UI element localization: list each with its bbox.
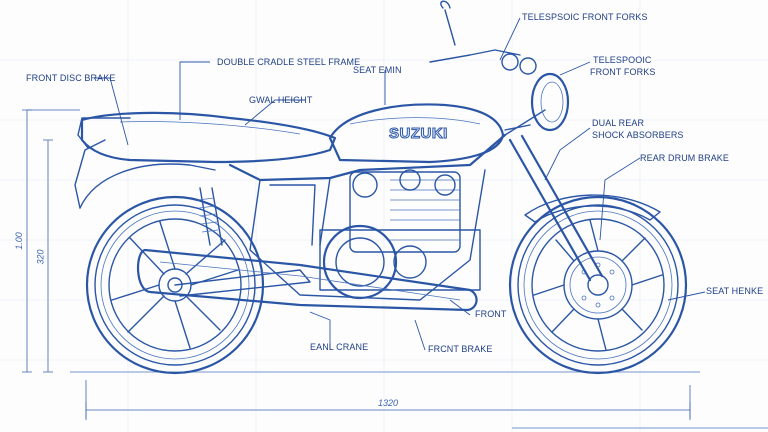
dimension-height-outer: 1.00 [13,232,24,250]
front-wheel [508,195,688,375]
swingarm [174,269,311,297]
label-front-brake: FRCNT BRAKE [428,344,493,354]
label-seat-henke: SEAT HENKE [706,286,764,296]
front-forks [504,124,604,282]
fuel-tank [328,103,505,164]
brand-logo: SUZUKI [389,125,448,143]
label-double-cradle-frame: DOUBLE CRADLE STEEL FRAME [217,57,361,67]
headlight [530,72,570,132]
dimension-length: 1320 [378,398,399,408]
dimension-lines [22,109,691,420]
label-telespooic-line1: TELESPOOIC [593,55,652,65]
label-eanl-crane: EANL CRANE [310,342,369,352]
label-telespooic-line2: FRONT FORKS [590,67,656,77]
mirror [440,0,456,46]
label-telespoic-front-forks: TELESPSOIC FRONT FORKS [522,12,648,22]
label-seat-emin: SEAT EMIN [353,65,402,75]
label-front-disc-brake: FRONT DISC BRAKE [26,73,116,83]
frame [228,109,546,301]
handlebar [429,49,521,63]
label-gwal-height: GWAL HEIGHT [249,95,313,105]
label-dual-rear-line2: SHOCK ABSORBERS [592,130,684,140]
rear-fender [79,163,216,209]
label-dual-rear-line1: DUAL REAR [592,118,645,128]
engine [319,169,481,300]
leader-lines [95,17,706,351]
seat [80,111,337,164]
front-fender [524,194,661,223]
dimension-height-inner: 320 [35,249,46,265]
label-front: FRONT [475,309,507,319]
rear-shock-absorbers [197,187,223,246]
label-rear-drum-brake: REAR DRUM BRAKE [640,153,730,163]
rear-wheel [85,195,265,375]
exhaust [137,248,478,312]
